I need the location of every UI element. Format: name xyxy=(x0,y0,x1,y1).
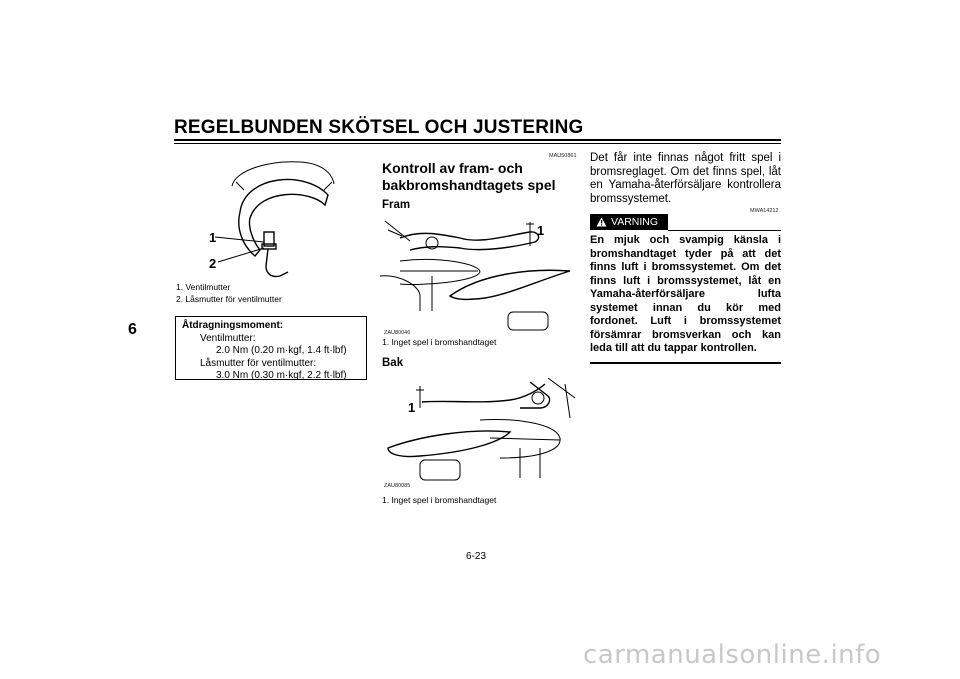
torque-spec-box: Åtdragningsmoment: Ventilmutter: 2.0 Nm … xyxy=(175,316,367,381)
section-title-line: bakbromshandtagets spel xyxy=(382,177,556,193)
front-heading: Fram xyxy=(382,199,411,211)
front-brake-lever-illustration: 1 xyxy=(380,220,571,331)
page-number: 6-23 xyxy=(466,551,487,562)
warning-code: MWA14212 xyxy=(750,208,779,214)
section-title: Kontroll av fram- och bakbromshandtagets… xyxy=(382,160,556,194)
warning-triangle-icon xyxy=(596,217,607,227)
warning-bottom-rule xyxy=(590,362,781,364)
torque-line: Låsmutter för ventilmutter: xyxy=(200,357,317,369)
torque-value: 3.0 Nm (0.30 m·kgf, 2.2 ft·lbf) xyxy=(216,370,347,381)
rear-caption: 1. Inget spel i bromshandtaget xyxy=(382,495,497,505)
rear-figure-code: ZAU80085 xyxy=(384,483,411,489)
page-header-title: REGELBUNDEN SKÖTSEL OCH JUSTERING xyxy=(174,117,584,138)
valve-legend-item: 1. Ventilmutter xyxy=(176,282,231,292)
valve-callout-1: 1 xyxy=(209,230,216,245)
brake-play-paragraph: Det får inte finnas något fritt spel i b… xyxy=(590,152,781,205)
warning-badge: VARNING xyxy=(590,214,668,230)
valve-nut-illustration: 1 2 xyxy=(209,161,335,278)
section-title-line: Kontroll av fram- och xyxy=(382,160,523,176)
warning-text: En mjuk och svampig känsla i bromshandta… xyxy=(590,234,781,354)
torque-line: Ventilmutter: xyxy=(200,332,256,344)
valve-callout-2: 2 xyxy=(209,256,216,271)
rear-brake-lever-illustration: 1 xyxy=(387,378,576,481)
torque-title: Åtdragningsmoment: xyxy=(182,320,284,331)
chapter-number: 6 xyxy=(128,321,137,338)
valve-legend-item: 2. Låsmutter för ventilmutter xyxy=(176,294,282,304)
warning-rule xyxy=(668,230,781,231)
section-code: MAU50861 xyxy=(549,153,577,159)
rear-callout-1: 1 xyxy=(408,400,415,415)
front-caption: 1. Inget spel i bromshandtaget xyxy=(382,337,497,347)
torque-value: 2.0 Nm (0.20 m·kgf, 1.4 ft·lbf) xyxy=(216,345,347,356)
header-rule-thin xyxy=(174,143,781,144)
watermark: carmanualsonline.info xyxy=(583,640,882,670)
front-callout-1: 1 xyxy=(537,223,544,238)
front-figure-code: ZAU80046 xyxy=(384,330,411,336)
rear-heading: Bak xyxy=(382,357,404,369)
valve-legend: 1. Ventilmutter 2. Låsmutter för ventilm… xyxy=(176,281,282,305)
warning-label: VARNING xyxy=(611,216,659,228)
header-rule xyxy=(174,139,781,141)
